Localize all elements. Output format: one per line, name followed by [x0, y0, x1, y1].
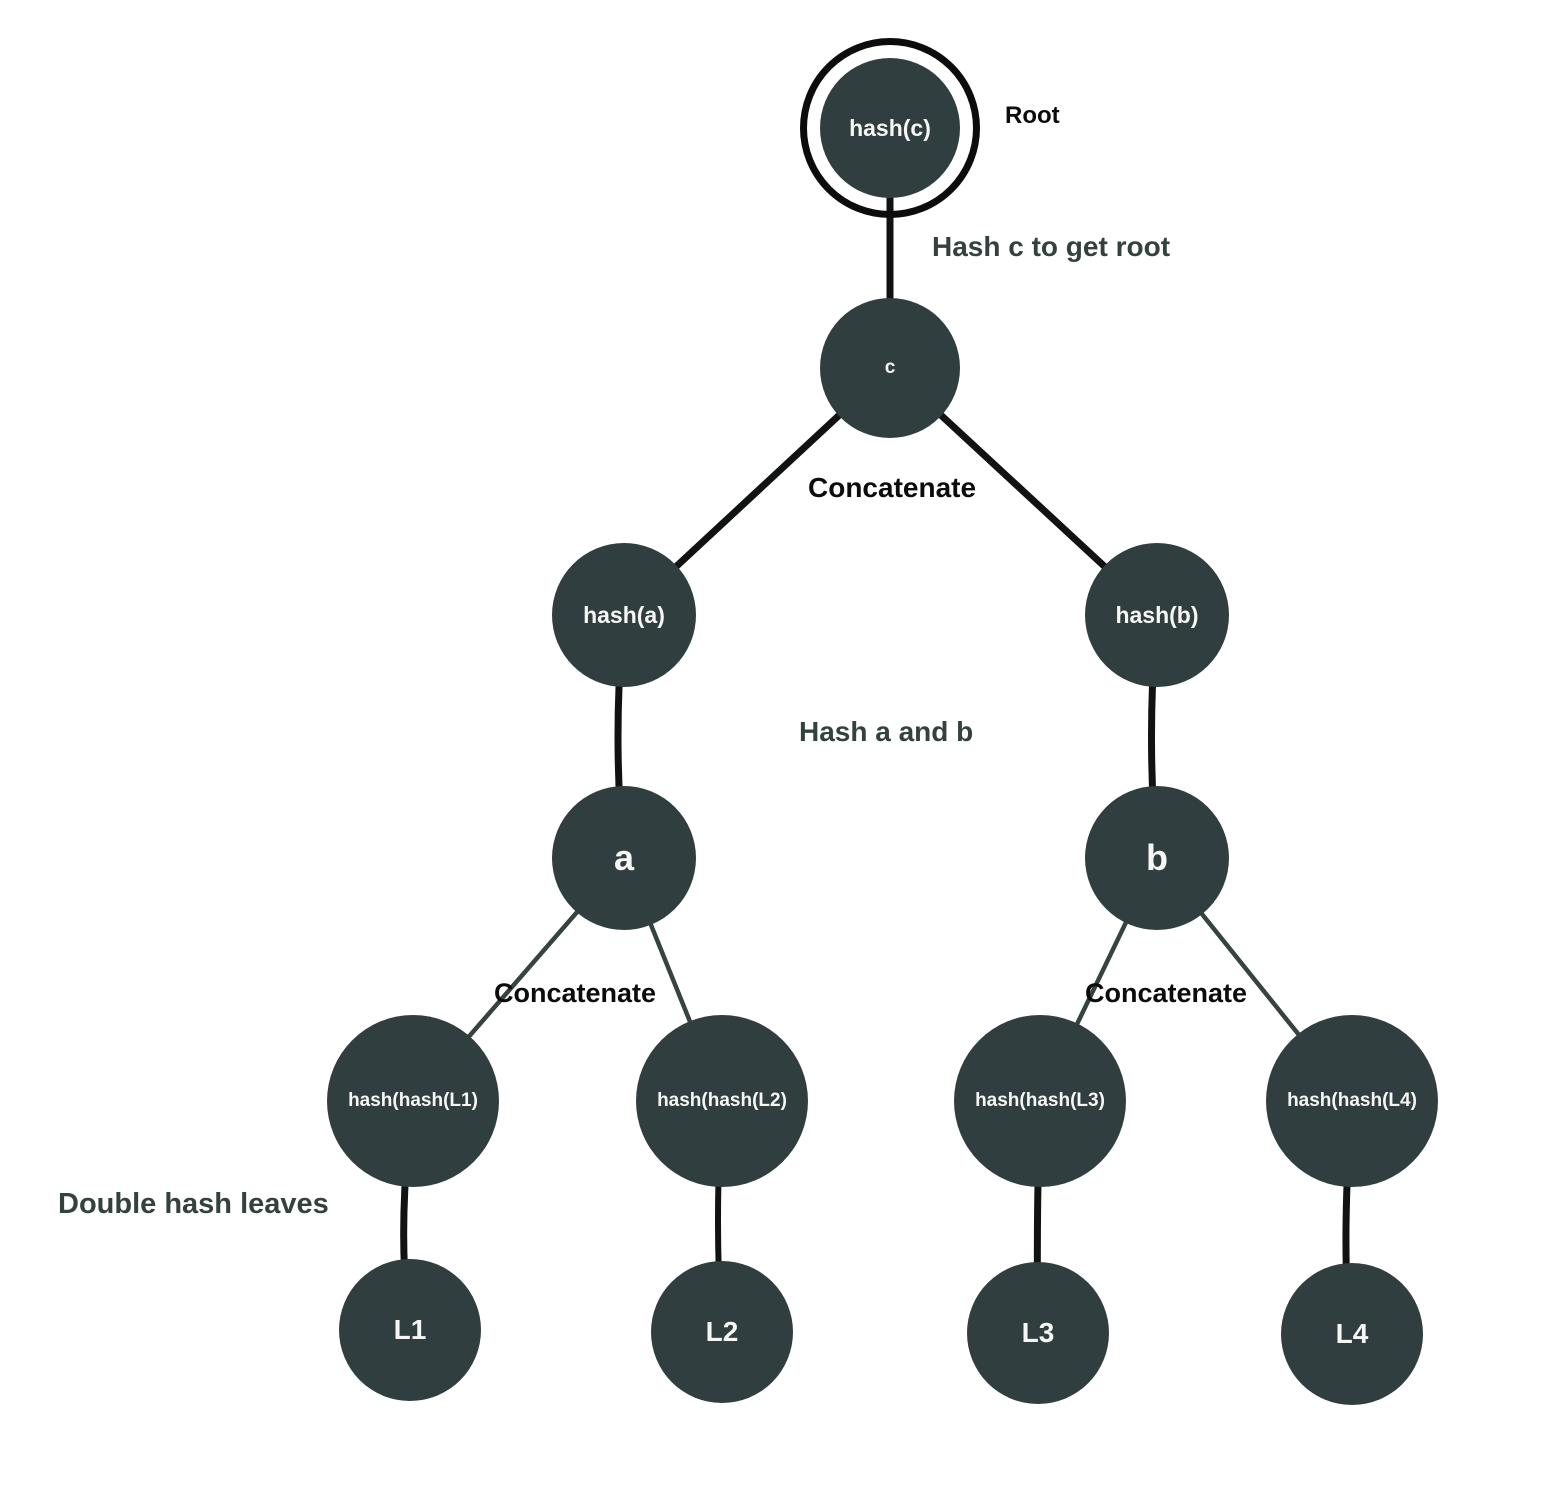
node-hash-hash-l3-label: hash(hash(L3)	[975, 1090, 1105, 1111]
node-hash-hash-l2-label: hash(hash(L2)	[657, 1090, 787, 1111]
node-c-label: c	[884, 357, 896, 378]
node-c: c	[820, 298, 960, 438]
node-hash-hash-l4: hash(hash(L4)	[1266, 1015, 1438, 1187]
node-hash-b-label: hash(b)	[1115, 601, 1199, 628]
node-l2-label: L2	[705, 1316, 739, 1347]
node-hash-a: hash(a)	[552, 543, 696, 687]
concatenate-top-annotation: Concatenate	[808, 472, 977, 503]
node-l2: L2	[651, 1261, 793, 1403]
hash-c-to-get-root-annotation: Hash c to get root	[932, 231, 1171, 262]
node-l1: L1	[339, 1259, 481, 1401]
root-node-ring: hash(c)	[800, 38, 980, 218]
node-b-label: b	[1146, 837, 1168, 878]
node-root-label: hash(c)	[849, 114, 931, 141]
concatenate-left-annotation: Concatenate	[494, 978, 657, 1008]
node-hash-hash-l3: hash(hash(L3)	[954, 1015, 1126, 1187]
hash-a-and-b-annotation: Hash a and b	[799, 716, 974, 747]
node-hash-b: hash(b)	[1085, 543, 1229, 687]
node-hash-hash-l2: hash(hash(L2)	[636, 1015, 808, 1187]
node-a-label: a	[613, 837, 635, 878]
node-l3: L3	[967, 1262, 1109, 1404]
node-hash-hash-l1-label: hash(hash(L1)	[348, 1090, 478, 1111]
root-annotation: Root	[1005, 102, 1060, 129]
node-a: a	[552, 786, 696, 930]
node-root: hash(c)	[820, 58, 960, 198]
node-b: b	[1085, 786, 1229, 930]
node-l1-label: L1	[393, 1314, 427, 1345]
node-hash-hash-l1: hash(hash(L1)	[327, 1015, 499, 1187]
double-hash-leaves-annotation: Double hash leaves	[58, 1188, 329, 1220]
concatenate-right-annotation: Concatenate	[1085, 978, 1248, 1008]
node-hash-a-label: hash(a)	[583, 601, 665, 628]
node-l4: L4	[1281, 1263, 1423, 1405]
node-l4-label: L4	[1335, 1318, 1369, 1349]
node-hash-hash-l4-label: hash(hash(L4)	[1287, 1090, 1417, 1111]
node-l3-label: L3	[1021, 1317, 1055, 1348]
